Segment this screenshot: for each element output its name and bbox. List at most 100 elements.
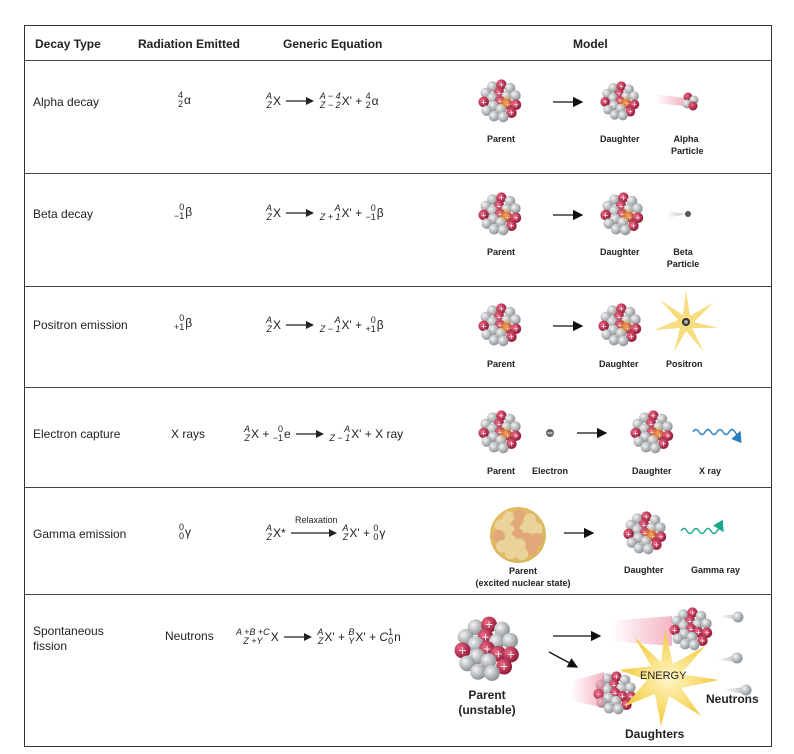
caption-parent-unstable: Parent(unstable) — [456, 688, 518, 718]
neutron — [633, 436, 645, 447]
caption-line: Parent — [468, 688, 506, 702]
proton — [618, 192, 629, 203]
proton — [506, 438, 517, 450]
nucleus-glow — [649, 425, 666, 441]
neutron — [487, 412, 498, 423]
proton-charge: + — [494, 648, 503, 660]
eq-charge: 0 — [388, 636, 394, 646]
parent-nucleus-unstable: +++++++ — [454, 616, 519, 681]
radiation-mass: 0 — [179, 202, 185, 212]
eq-mass: A — [317, 627, 324, 637]
proton-charge: + — [619, 305, 625, 313]
proton — [496, 410, 507, 421]
proton-charge: + — [661, 440, 667, 448]
eq-charge: Y — [348, 636, 355, 646]
neutron — [510, 421, 521, 432]
proton — [687, 607, 698, 618]
proton-charge: + — [481, 631, 490, 643]
proton — [600, 209, 611, 221]
xray-wave — [692, 428, 742, 444]
proton-charge: + — [485, 619, 494, 631]
proton-charge: + — [603, 211, 609, 219]
proton-charge: + — [616, 91, 621, 98]
eq-charge: Z — [342, 532, 349, 542]
eq-symbol: X — [273, 318, 282, 332]
neutron — [481, 329, 493, 340]
proton-charge: + — [631, 222, 637, 230]
decay-arrow — [548, 651, 579, 668]
neutron — [512, 538, 526, 551]
proton — [651, 539, 662, 551]
proton — [655, 531, 667, 542]
caption-line: Particle — [666, 259, 700, 269]
eq-symbol: γ — [379, 526, 386, 540]
eq-symbol: X ray — [375, 427, 404, 441]
neutron — [649, 442, 661, 454]
proton-charge: + — [499, 305, 505, 313]
eq-mass: A — [266, 91, 273, 101]
proton — [641, 511, 652, 522]
proton — [525, 542, 538, 556]
neutron — [630, 314, 641, 325]
proton — [510, 99, 522, 110]
proton-charge: + — [601, 322, 607, 330]
row-divider — [24, 594, 772, 595]
neutron — [481, 436, 493, 447]
radiation-charge: −1 — [174, 211, 185, 221]
row-label-beta: Beta decay — [33, 207, 94, 221]
proton-charge: + — [499, 81, 505, 89]
neutron — [678, 609, 689, 620]
neutron — [686, 631, 698, 643]
proton — [623, 528, 634, 540]
proton-charge: + — [499, 412, 505, 420]
proton — [481, 616, 498, 633]
proton-charge: + — [704, 629, 710, 637]
nucleus-glow — [642, 526, 659, 542]
neutron — [497, 224, 509, 236]
proton — [496, 192, 507, 203]
neutron — [470, 663, 487, 680]
eq-symbol: α — [371, 94, 379, 108]
neutron — [497, 111, 509, 123]
nucleus-glow — [617, 318, 634, 334]
eq-charge: Z — [266, 324, 273, 334]
neutron — [488, 110, 500, 122]
proton — [478, 96, 489, 108]
parent-nucleus: +++++++ — [478, 410, 522, 454]
proton-charge: + — [481, 98, 487, 106]
daughter-nucleus: +++++++ — [600, 81, 640, 121]
neutron — [732, 611, 744, 623]
proton-charge: + — [496, 420, 502, 428]
eq-symbol: X' — [351, 427, 362, 441]
parent-nucleus: +++++++ — [478, 79, 522, 123]
eq-mass: 0 — [373, 523, 379, 533]
nucleus-glow — [497, 94, 514, 110]
proton — [510, 323, 522, 334]
proton — [701, 627, 713, 638]
nucleus-glow — [497, 318, 514, 334]
eq-charge: −1 — [272, 433, 283, 443]
caption-xray: X ray — [699, 466, 722, 476]
caption-energy: ENERGY — [640, 670, 687, 682]
proton-charge: + — [513, 432, 519, 440]
proton-charge: + — [603, 99, 608, 106]
eq-mass: 0 — [277, 424, 283, 434]
eq-charge: Z — [266, 532, 273, 542]
proton-charge: + — [648, 420, 654, 428]
neutron — [629, 91, 639, 101]
proton-charge: + — [481, 211, 487, 219]
neutron — [624, 306, 636, 318]
row-label-fission-line1: Spontaneous — [33, 624, 104, 638]
proton-charge: + — [500, 661, 509, 673]
neutron — [483, 665, 500, 681]
row-divider — [24, 387, 772, 388]
neutron — [529, 522, 543, 535]
eq-symbol: X' — [341, 94, 352, 108]
neutron — [619, 674, 631, 686]
neutron — [688, 639, 700, 651]
proton-charge: + — [507, 649, 516, 661]
proton-charge: + — [496, 89, 502, 97]
